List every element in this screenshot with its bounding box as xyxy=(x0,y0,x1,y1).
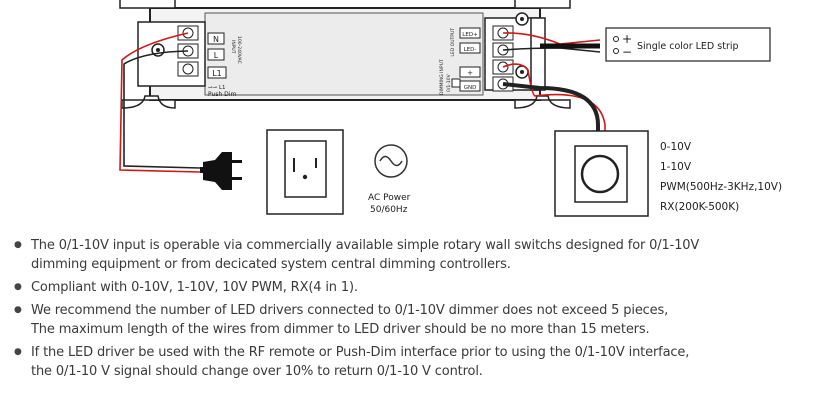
note-line: Compliant with 0-10V, 1-10V, 10V PWM, RX… xyxy=(31,280,358,295)
note-item: If the LED driver be used with the RF re… xyxy=(14,343,824,381)
ac-frequency-label: 50/60Hz xyxy=(370,205,408,215)
wall-dimmer xyxy=(554,130,649,217)
dimmer-mode-1: 1-10V xyxy=(660,161,692,173)
input-spec: 100-240VAC xyxy=(236,36,242,64)
left-terminals xyxy=(177,25,199,77)
notes-list: The 0/1-10V input is operable via commer… xyxy=(14,236,824,385)
dim-input-label: DIMMING INPUT xyxy=(439,59,445,95)
note-item: The 0/1-10V input is operable via commer… xyxy=(14,236,824,274)
dimming-wires xyxy=(502,63,606,136)
note-item: Compliant with 0-10V, 1-10V, 10V PWM, RX… xyxy=(14,278,824,297)
ac-plug-icon xyxy=(203,152,242,190)
terminal-led-pos: LED+ xyxy=(462,32,478,38)
note-line: the 0/1-10 V signal should change over 1… xyxy=(31,364,483,379)
note-line: dimming equipment or from decicated syst… xyxy=(31,257,511,272)
led-driver: N L L1 INPUT 100-240VAC ⊸⊸ L1 Push Dim L… xyxy=(119,0,571,109)
terminal-l1-label: L1 xyxy=(212,69,222,78)
push-dim-label: Push Dim xyxy=(208,91,236,98)
ac-sine-icon xyxy=(374,144,408,178)
terminal-plus: + xyxy=(467,69,473,77)
note-line: We recommend the number of LED drivers c… xyxy=(31,303,669,318)
led-strip: + − Single color LED strip xyxy=(605,27,771,62)
note-item: We recommend the number of LED drivers c… xyxy=(14,301,824,339)
note-line: The maximum length of the wires from dim… xyxy=(31,322,650,337)
led-output-wires xyxy=(502,32,601,53)
input-label: INPUT xyxy=(230,40,236,54)
led-strip-label: Single color LED strip xyxy=(637,41,739,52)
note-line: The 0/1-10V input is operable via commer… xyxy=(31,238,700,253)
note-line: If the LED driver be used with the RF re… xyxy=(31,345,690,360)
led-strip-minus: − xyxy=(622,45,632,59)
wiring-diagram: N L L1 INPUT 100-240VAC ⊸⊸ L1 Push Dim L… xyxy=(119,0,782,217)
terminal-gnd: GND xyxy=(464,85,477,91)
terminal-l-label: L xyxy=(214,51,219,60)
push-dim-symbol: ⊸⊸ L1 xyxy=(208,85,226,91)
dimmer-mode-2: PWM(500Hz-3KHz,10V) xyxy=(660,181,782,193)
wall-outlet xyxy=(266,129,344,215)
dim-input-spec: 0/1-10V xyxy=(446,73,452,92)
dimmer-modes: 0-10V 1-10V PWM(500Hz-3KHz,10V) RX(200K-… xyxy=(660,141,782,213)
ac-power-label: AC Power xyxy=(368,193,411,203)
led-strip-plus: + xyxy=(622,32,632,46)
dimmer-mode-0: 0-10V xyxy=(660,141,692,153)
terminal-n-label: N xyxy=(213,35,219,44)
output-label: LED OUTPUT xyxy=(450,28,456,57)
terminal-led-neg: LED- xyxy=(464,47,477,53)
dimmer-mode-3: RX(200K-500K) xyxy=(660,201,739,213)
